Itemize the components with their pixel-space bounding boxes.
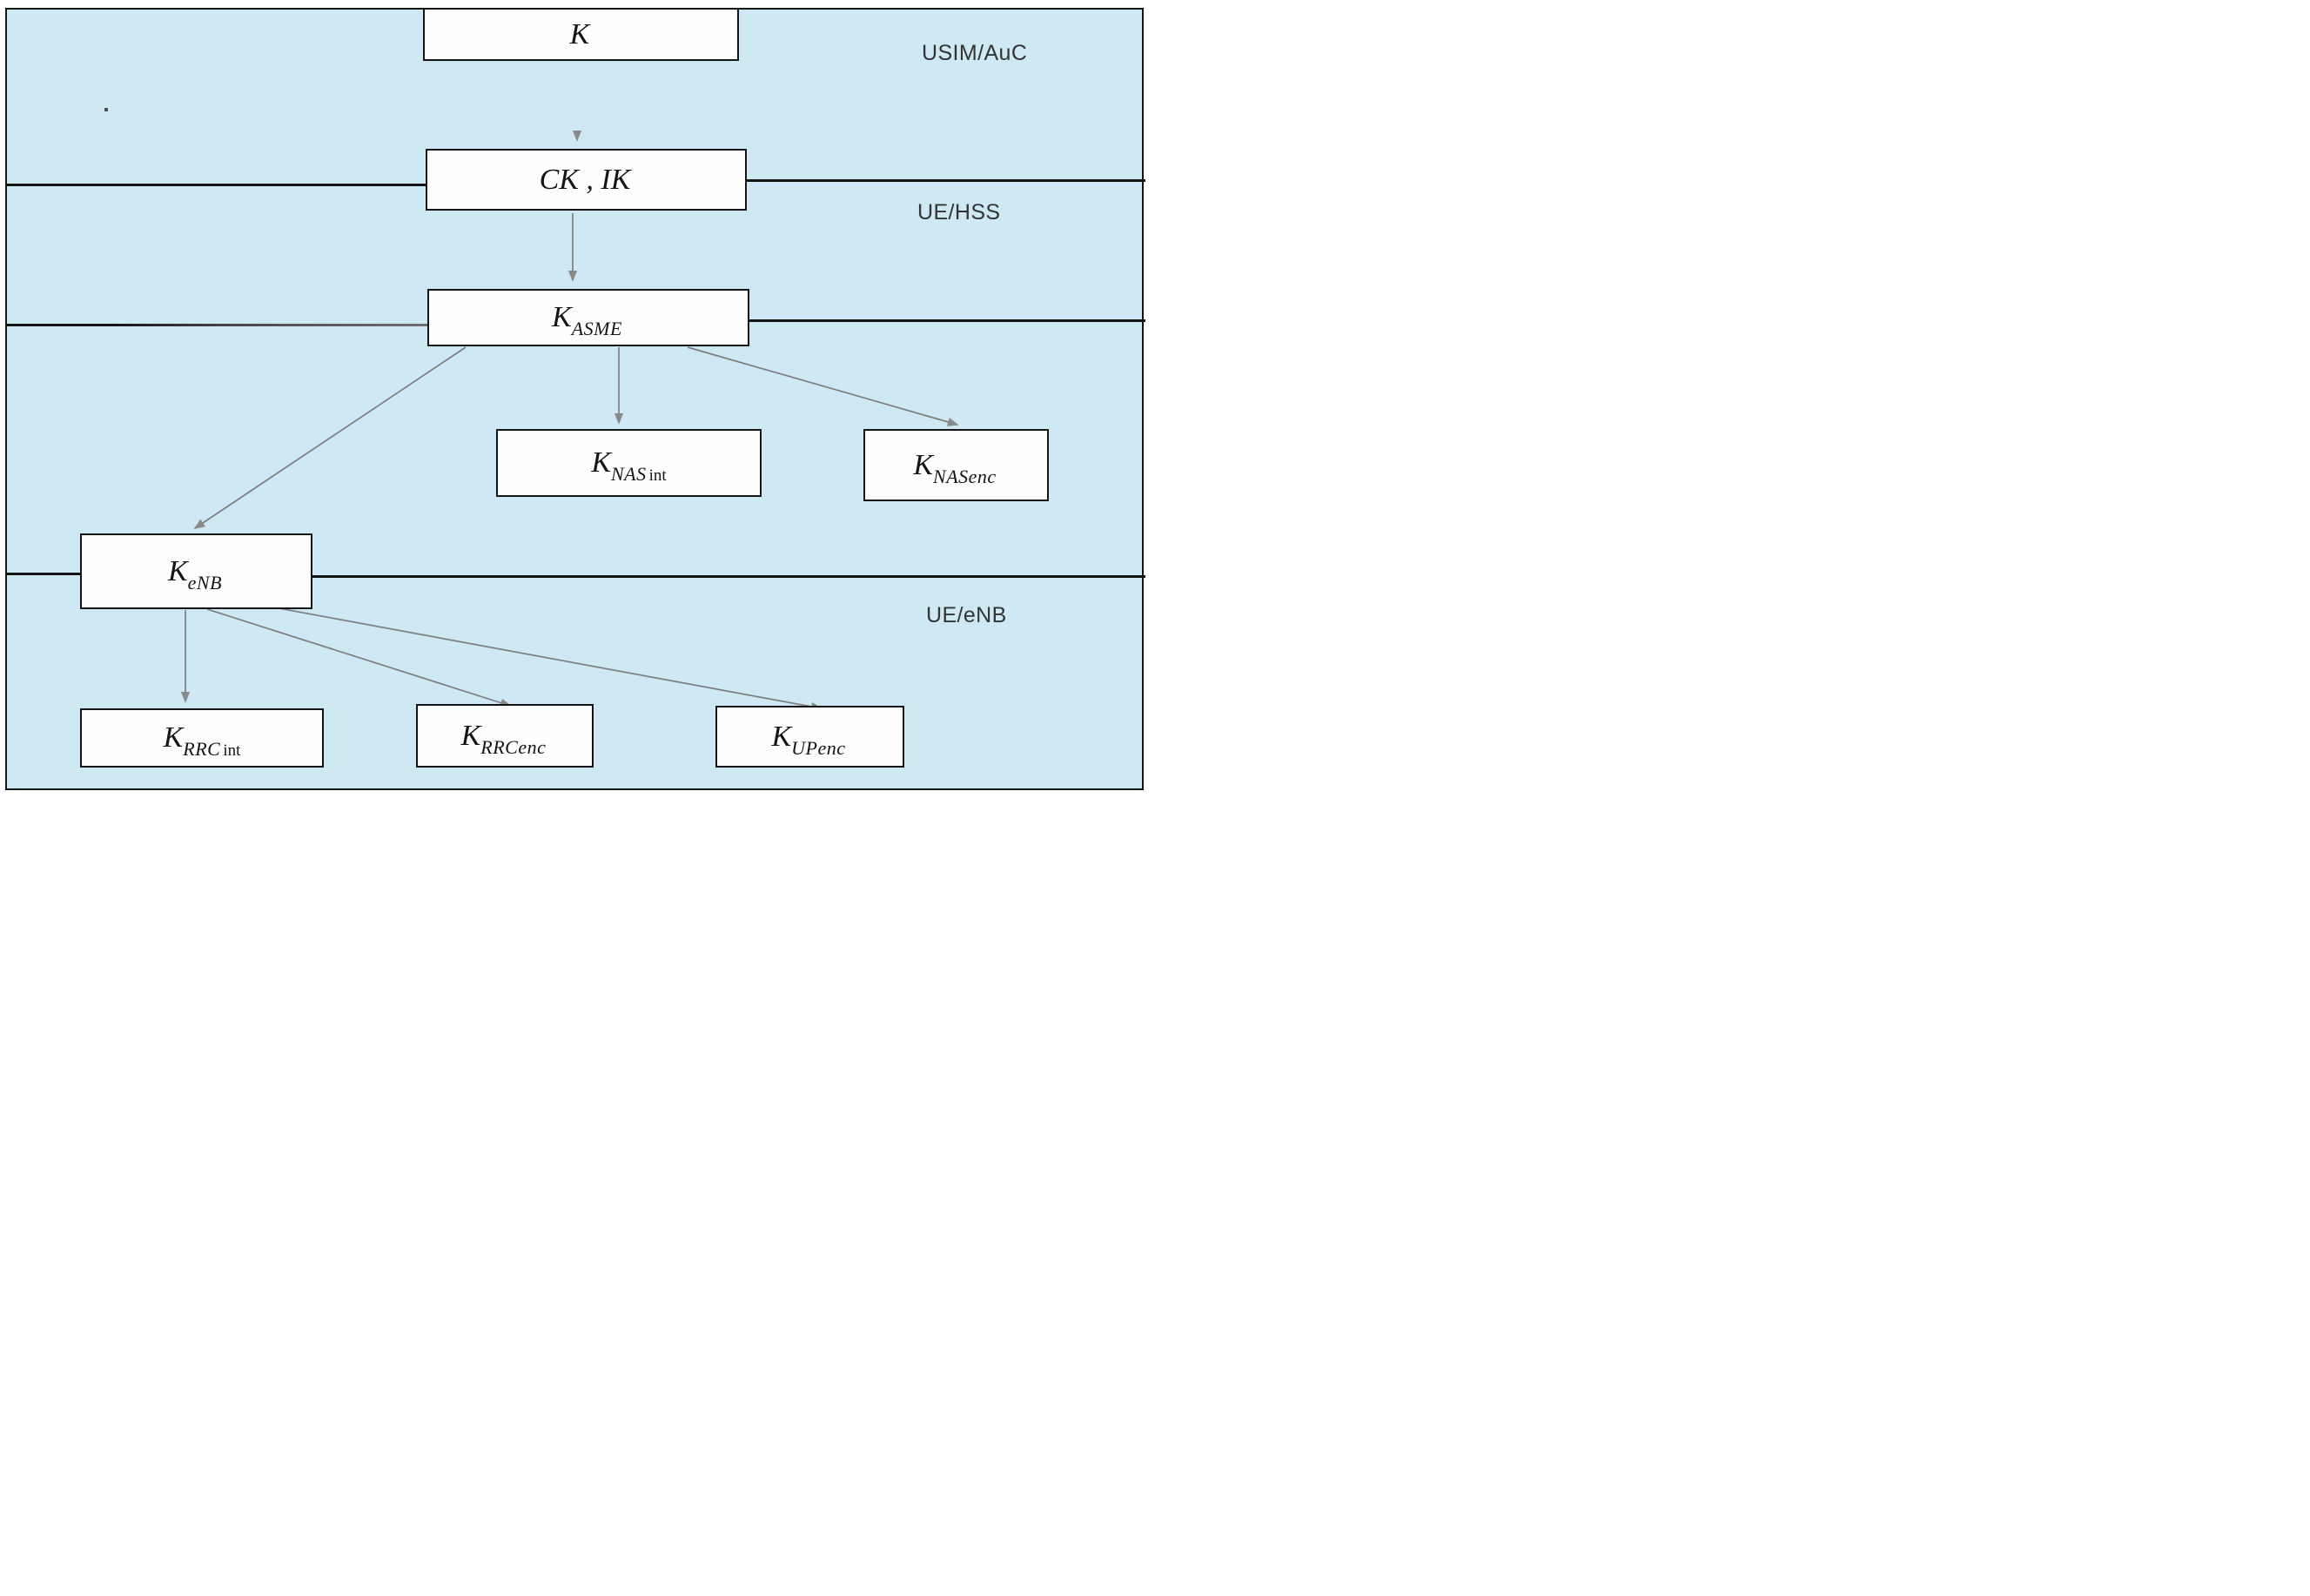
node-k-asme-label: KASME xyxy=(552,301,622,339)
section-label-usim-auc: USIM/AuC xyxy=(922,41,1028,65)
divider-usim-ue-right xyxy=(747,179,1145,182)
node-k-nasenc: KNASenc xyxy=(863,429,1049,501)
node-k-label: K xyxy=(569,17,590,50)
stray-dot xyxy=(104,108,108,111)
node-k: K xyxy=(423,8,739,61)
node-k-enb-label: KeNB xyxy=(167,554,223,593)
divider-uehss-left xyxy=(5,324,427,326)
divider-ueenb-left xyxy=(5,573,80,575)
section-label-ue-hss: UE/HSS xyxy=(917,200,1001,225)
node-k-asme: KASME xyxy=(427,289,749,346)
node-k-rrcenc-label: KRRCenc xyxy=(460,719,547,758)
outer-frame xyxy=(5,8,1144,790)
divider-usim-ue-left xyxy=(5,184,426,186)
node-k-enb: KeNB xyxy=(80,533,312,609)
node-k-upenc-label: KUPenc xyxy=(771,720,846,759)
node-k-upenc: KUPenc xyxy=(715,706,904,768)
divider-ueenb-right xyxy=(312,575,1145,578)
node-ck-ik-label: CK , IK xyxy=(539,163,631,196)
divider-uehss-right xyxy=(749,319,1145,322)
node-k-nasenc-label: KNASenc xyxy=(913,448,997,487)
section-label-ue-enb: UE/eNB xyxy=(926,603,1007,627)
node-k-rrcenc: KRRCenc xyxy=(416,704,594,768)
node-ck-ik: CK , IK xyxy=(426,149,747,211)
